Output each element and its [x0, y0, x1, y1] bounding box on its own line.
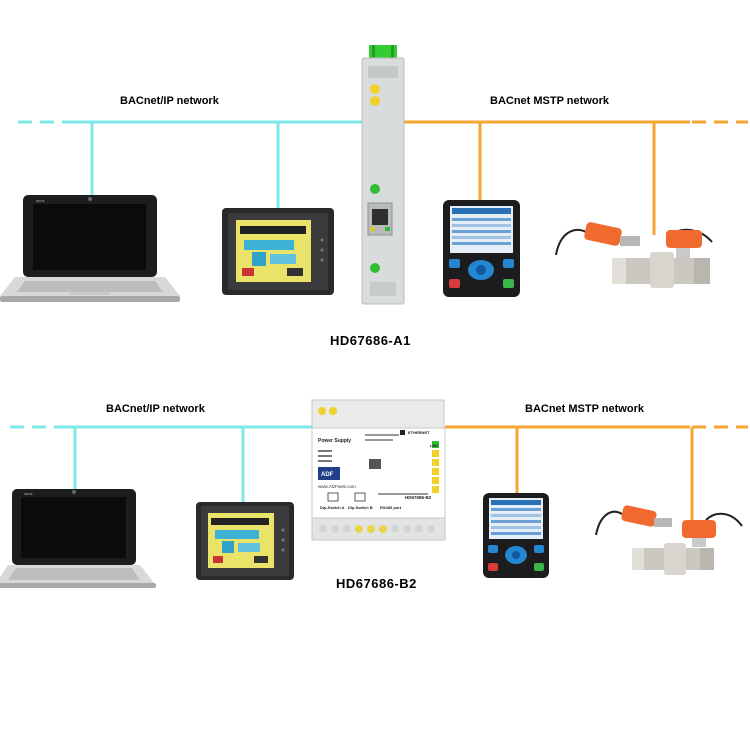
b2-led-text: LED	[430, 443, 438, 448]
bottom-bacnet-mstp-line	[445, 425, 748, 530]
b2-ethernet-text: ETHERNET	[408, 430, 430, 435]
svg-text:asus: asus	[36, 198, 44, 203]
top-bacnet-ip-line	[18, 120, 362, 208]
b2-model-code-text: HD67686-B2	[405, 495, 432, 500]
gateway-din-icon	[311, 399, 446, 541]
bottom-bacnet-ip-label: BACnet/IP network	[106, 403, 205, 415]
gateway-din-icon	[361, 45, 405, 305]
b2-rs485-text: RS485 port	[380, 505, 402, 510]
top-bacnet-mstp-label: BACnet MSTP network	[490, 95, 609, 107]
laptop-icon: asus	[0, 489, 156, 588]
b2-dip-a-text: Dip-Switch A	[320, 505, 345, 510]
bottom-model-label: HD67686-B2	[336, 576, 417, 591]
bottom-bacnet-ip-line	[10, 425, 312, 502]
valve-actuator-icon	[555, 222, 713, 288]
hmi-panel-icon	[196, 502, 294, 580]
top-bacnet-ip-label: BACnet/IP network	[120, 95, 219, 107]
laptop-icon: asus	[0, 195, 180, 302]
handheld-controller-icon	[483, 493, 549, 578]
handheld-controller-icon	[443, 200, 520, 297]
b2-power-supply-text: Power Supply	[318, 438, 351, 444]
svg-text:asus: asus	[24, 491, 32, 496]
hmi-panel-icon	[222, 208, 334, 295]
top-bacnet-mstp-line	[402, 120, 748, 235]
b2-website-text: www.ADFweb.com	[318, 484, 356, 489]
b2-dip-b-text: Dip-Switch B	[348, 505, 373, 510]
b2-brand-text: ADF	[321, 472, 334, 478]
top-model-label: HD67686-A1	[330, 333, 411, 348]
valve-actuator-icon	[595, 505, 743, 575]
bottom-bacnet-mstp-label: BACnet MSTP network	[525, 403, 644, 415]
